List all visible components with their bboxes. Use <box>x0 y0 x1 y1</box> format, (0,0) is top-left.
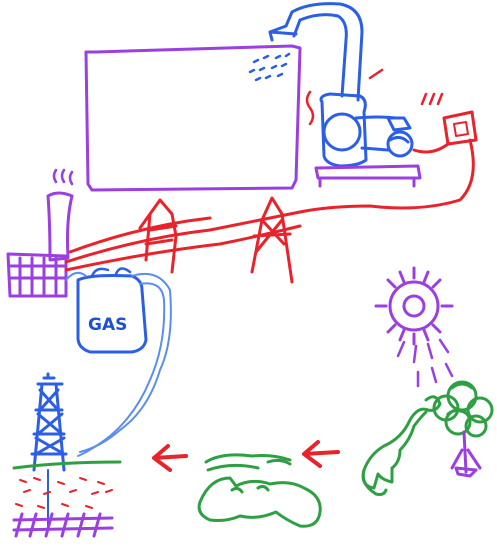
air-conditioner-unit <box>307 70 442 186</box>
gas-pipe <box>66 273 171 456</box>
power-plant-chimney <box>48 170 72 260</box>
sun <box>376 268 452 386</box>
fossil-dinosaur <box>199 455 320 526</box>
arrow-left-1 <box>154 446 186 470</box>
ground-layers <box>14 462 120 536</box>
blue-hose <box>270 4 362 100</box>
arrow-left-2 <box>304 442 338 466</box>
gas-tank: GAS <box>78 268 146 352</box>
cool-air-dots <box>250 54 289 80</box>
power-plant-building <box>8 254 66 296</box>
oil-derrick <box>32 374 66 528</box>
gas-tank-label: GAS <box>88 315 127 335</box>
living-dinosaur <box>363 397 440 495</box>
tree <box>434 382 492 476</box>
room-box <box>86 46 300 190</box>
